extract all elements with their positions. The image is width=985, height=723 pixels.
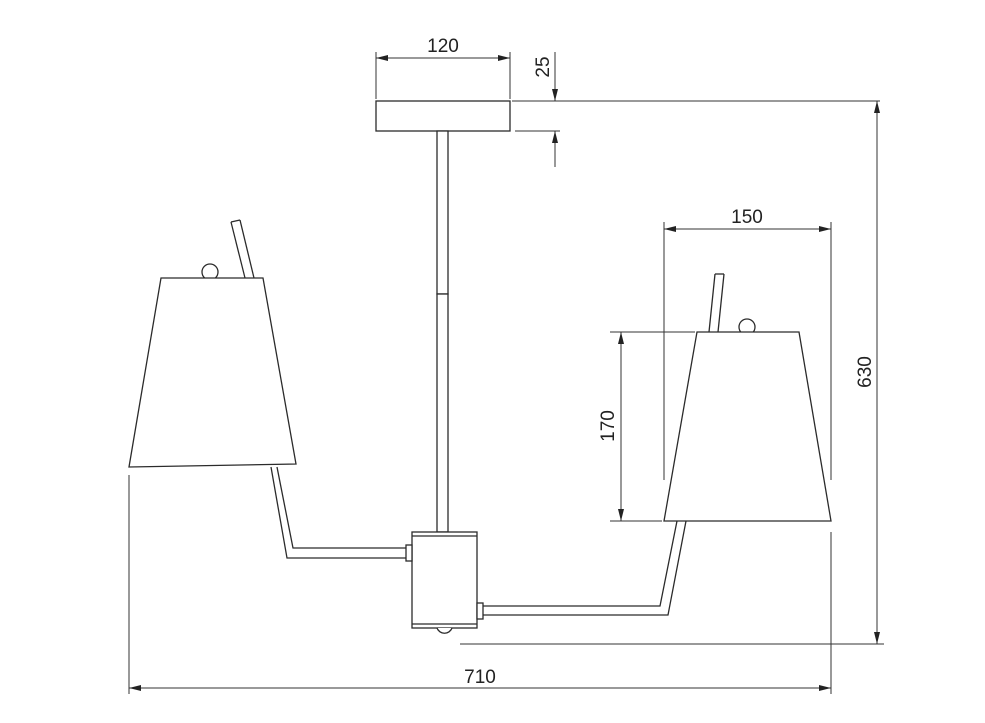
dimension-shade-width: 150: [663, 207, 832, 480]
dimension-total-width: 710: [128, 475, 832, 694]
left-shade-top-rod: [230, 219, 255, 279]
dimension-canopy-height: 25: [512, 52, 880, 167]
right-lampshade: [663, 331, 832, 522]
dimension-total-height: 630: [460, 101, 884, 645]
right-arm: [483, 520, 687, 616]
right-shade-top-rod: [708, 273, 725, 333]
dim-label-shade-height: 170: [598, 410, 619, 442]
hub-body: [411, 531, 478, 629]
hub-bottom-finial: [436, 627, 453, 634]
central-rod-lower: [436, 293, 449, 533]
left-arm: [270, 466, 406, 559]
dim-label-total-width: 710: [464, 667, 496, 688]
hub-left-connector: [405, 544, 413, 562]
ceiling-canopy: [375, 100, 511, 132]
dim-label-canopy-height: 25: [533, 56, 554, 77]
central-rod-upper: [436, 130, 449, 295]
dim-label-total-height: 630: [855, 356, 876, 388]
dim-label-shade-width: 150: [731, 207, 763, 228]
left-lampshade: [128, 277, 297, 468]
hub-right-connector: [476, 602, 484, 620]
dim-label-canopy-width: 120: [427, 36, 459, 57]
dimension-shade-height: 170: [598, 331, 695, 522]
dimension-canopy-width: 120: [375, 36, 511, 99]
